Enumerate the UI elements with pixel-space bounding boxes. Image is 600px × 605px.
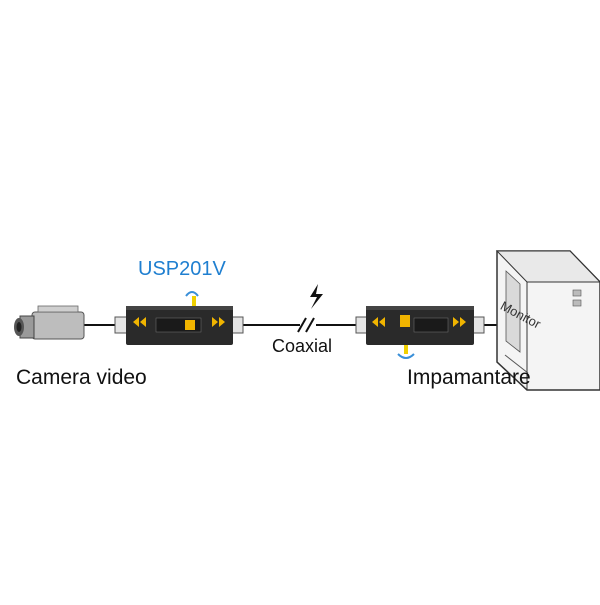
- camera-icon: [14, 305, 85, 340]
- device-model-label: USP201V: [138, 258, 226, 280]
- camera-label: Camera video: [16, 366, 147, 389]
- cable-label: Coaxial: [272, 336, 333, 356]
- surge-protector-right: [355, 306, 485, 359]
- monitor-icon: [495, 250, 600, 391]
- cable-break-icon: [297, 317, 315, 333]
- lightning-icon: [310, 284, 323, 309]
- monitor-label: Impamantare: [407, 366, 531, 389]
- surge-protector-left: [114, 291, 244, 345]
